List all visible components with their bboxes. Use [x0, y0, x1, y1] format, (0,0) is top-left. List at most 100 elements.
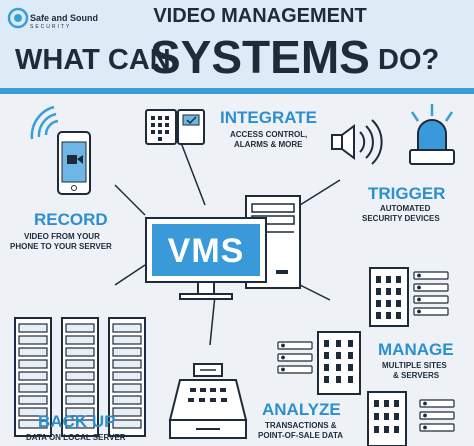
building-window	[384, 426, 389, 433]
building-window	[348, 364, 353, 371]
building-window	[396, 276, 401, 283]
rack-slot	[65, 347, 95, 357]
building-window	[384, 413, 389, 420]
integrate-title: INTEGRATE	[220, 108, 317, 127]
record-title: RECORD	[34, 210, 108, 229]
rack-slot	[112, 323, 142, 333]
building-window	[386, 276, 391, 283]
building-window	[374, 426, 379, 433]
logo-icon	[7, 7, 29, 29]
building-window	[324, 352, 329, 359]
trigger-desc-2: SECURITY DEVICES	[362, 214, 440, 223]
server-unit	[419, 411, 455, 420]
rack-slot	[112, 395, 142, 405]
analyze-title: ANALYZE	[262, 400, 341, 419]
rack-slot	[18, 395, 48, 405]
trigger-desc-1: AUTOMATED	[380, 204, 431, 213]
building-window	[396, 288, 401, 295]
building-window	[374, 413, 379, 420]
siren-icon	[409, 104, 455, 165]
building-window	[394, 413, 399, 420]
trigger-title: TRIGGER	[368, 184, 446, 203]
brand-name: Safe and Sound	[30, 13, 99, 23]
building-window	[348, 352, 353, 359]
record-desc-1: VIDEO FROM YOUR	[24, 232, 100, 241]
server-unit	[413, 271, 449, 280]
rack-slot	[18, 335, 48, 345]
header-stripe	[0, 88, 474, 94]
rack-slot	[65, 323, 95, 333]
rack-slot	[18, 407, 48, 417]
building-window	[376, 300, 381, 307]
header-background	[0, 0, 474, 88]
backup-desc-1: DATA ON LOCAL SERVER	[26, 433, 126, 442]
rack-slot	[112, 407, 142, 417]
brand-sub: SECURITY	[30, 24, 72, 30]
building-window	[386, 288, 391, 295]
building-window	[376, 312, 381, 319]
building-window	[348, 376, 353, 383]
building-window	[376, 288, 381, 295]
keypad-icon	[145, 109, 205, 145]
building-icon	[317, 267, 409, 446]
monitor-icon	[145, 217, 267, 300]
rack-slot	[112, 419, 142, 429]
analyze-desc-1: TRANSACTIONS &	[265, 421, 337, 430]
rack-slot	[112, 335, 142, 345]
record-desc-2: PHONE TO YOUR SERVER	[10, 242, 112, 251]
header-what-can: WHAT CAN	[15, 44, 171, 76]
rack-slot	[65, 419, 95, 429]
rack-slot	[18, 323, 48, 333]
rack-slot	[65, 395, 95, 405]
server-rack-icon	[14, 317, 146, 437]
header-do: DO?	[378, 44, 440, 76]
integrate-desc-1: ACCESS CONTROL,	[230, 130, 308, 139]
building-window	[384, 400, 389, 407]
server-unit-icons	[277, 271, 455, 432]
server-unit	[419, 423, 455, 432]
rack-slot	[112, 347, 142, 357]
smartphone-icon	[57, 131, 91, 195]
rack-slot	[18, 383, 48, 393]
rack-slot	[65, 383, 95, 393]
building-window	[394, 400, 399, 407]
building-window	[336, 352, 341, 359]
rack-slot	[18, 419, 48, 429]
analyze-desc-2: POINT-OF-SALE DATA	[258, 431, 344, 440]
server-unit	[277, 353, 313, 362]
rack-slot	[18, 347, 48, 357]
wifi-icon	[30, 105, 59, 140]
building-window	[324, 364, 329, 371]
rack-slot	[112, 371, 142, 381]
building-window	[396, 300, 401, 307]
server-unit	[277, 341, 313, 350]
header-line1: VIDEO MANAGEMENT	[153, 5, 367, 27]
cash-register-icon	[168, 363, 248, 439]
rack-slot	[65, 335, 95, 345]
building-window	[386, 312, 391, 319]
building-window	[348, 340, 353, 347]
building-window	[394, 426, 399, 433]
backup-title: BACK UP	[38, 412, 116, 431]
speaker-icon	[331, 119, 383, 165]
building-window	[336, 340, 341, 347]
rack-slot	[65, 359, 95, 369]
server-unit	[413, 307, 449, 316]
rack-slot	[65, 371, 95, 381]
building-window	[324, 376, 329, 383]
integrate-desc-2: ALARMS & MORE	[234, 140, 303, 149]
header-systems: SYSTEMS	[150, 31, 370, 83]
building-window	[386, 300, 391, 307]
server-unit	[413, 295, 449, 304]
building-window	[324, 340, 329, 347]
building-window	[376, 276, 381, 283]
vms-label: VMS	[167, 232, 245, 270]
server-unit	[413, 283, 449, 292]
manage-title: MANAGE	[378, 340, 454, 359]
rack-slot	[65, 407, 95, 417]
server-unit	[419, 399, 455, 408]
building-window	[336, 376, 341, 383]
